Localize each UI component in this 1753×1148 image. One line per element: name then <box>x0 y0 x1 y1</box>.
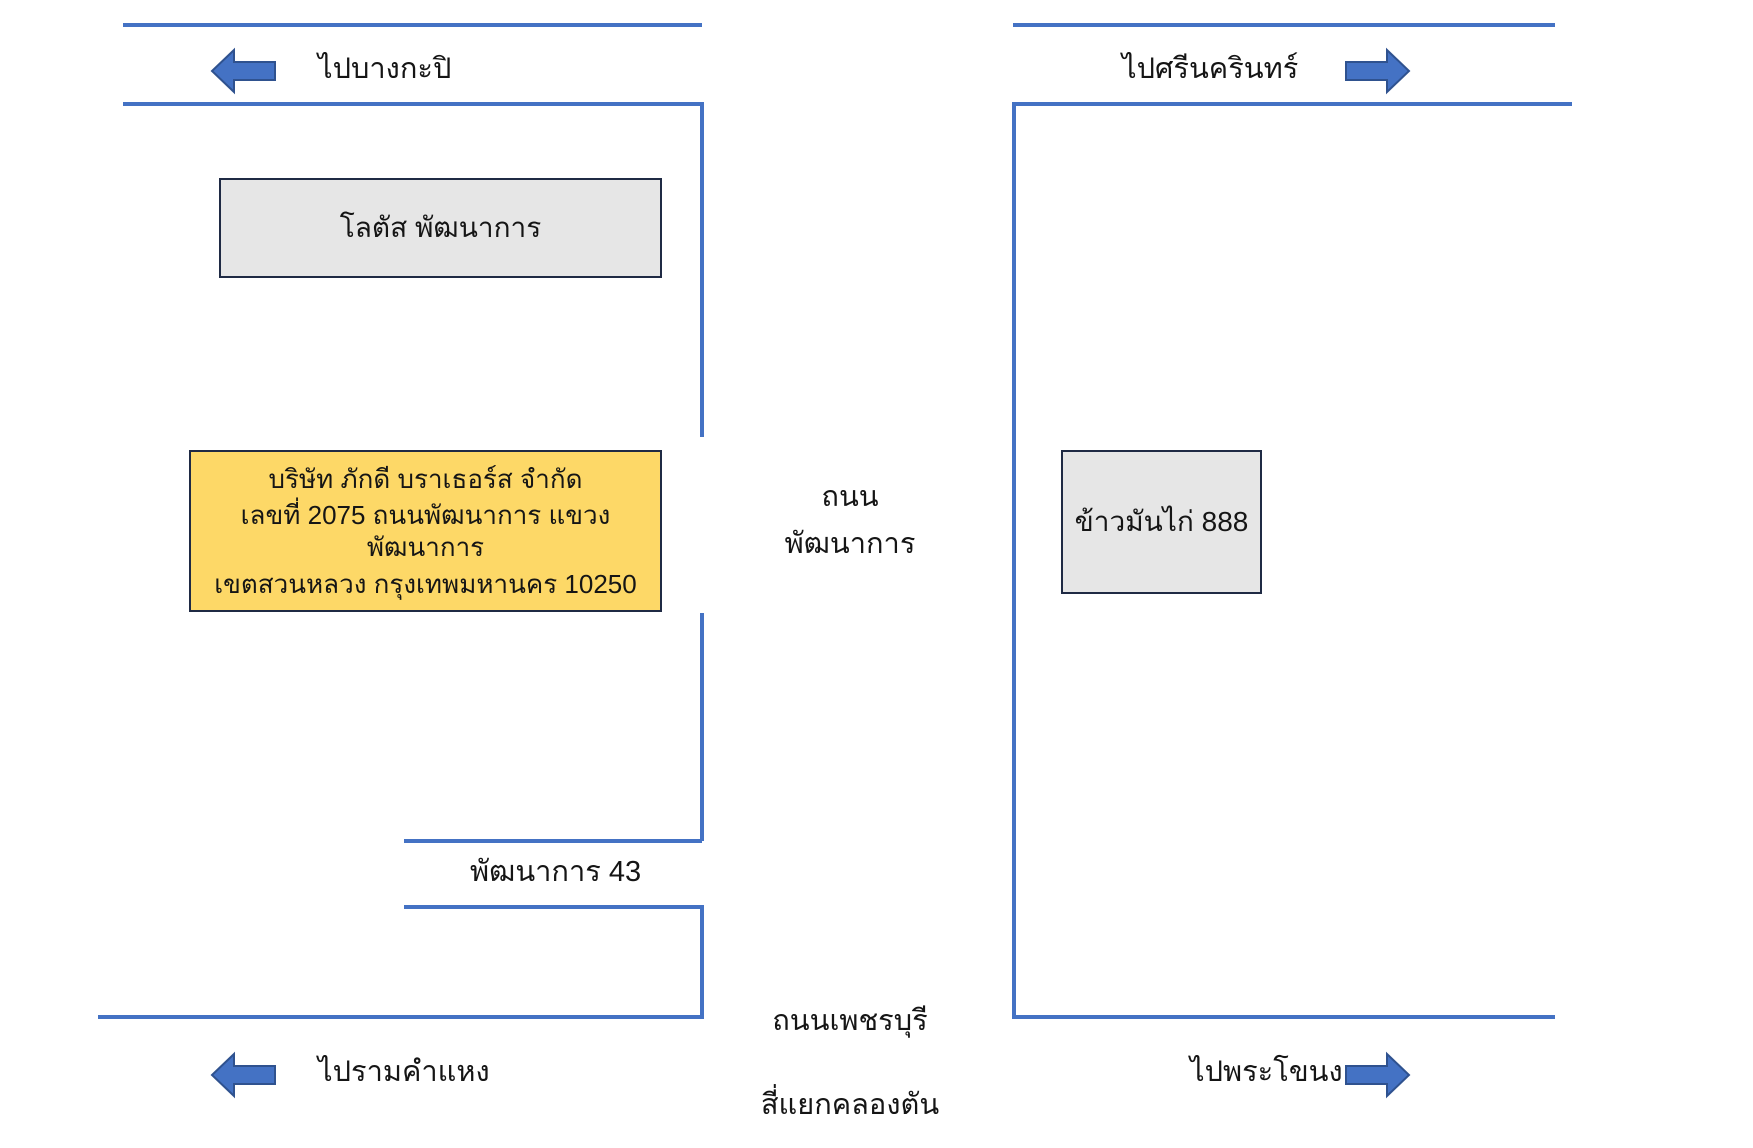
road-edge-top-left-lower <box>123 102 704 437</box>
arrow-left-icon <box>210 1051 276 1099</box>
direction-label-bangkapi: ไปบางกะปิ <box>318 53 452 85</box>
company-location-box: บริษัท ภักดี บราเธอร์ส จำกัด เลขที่ 2075… <box>189 450 662 612</box>
landmark-lotus-box: โลตัส พัฒนาการ <box>219 178 662 278</box>
arrow-right-icon <box>1345 47 1411 95</box>
arrow-left-icon <box>210 47 276 95</box>
company-address-line1: เลขที่ 2075 ถนนพัฒนาการ แขวงพัฒนาการ <box>240 500 611 562</box>
soi-edge-lower <box>404 905 704 1017</box>
company-name: บริษัท ภักดี บราเธอร์ส จำกัด <box>268 463 583 494</box>
road-label-petchaburi: ถนนเพชรบุรี <box>772 1005 928 1037</box>
intersection-label-khlongtan: สี่แยกคลองตัน <box>760 1089 940 1121</box>
road-label-pattanakarn-line2: พัฒนาการ <box>784 528 916 560</box>
road-label-soi-43: พัฒนาการ 43 <box>470 856 642 888</box>
landmark-chicken-rice-label: ข้าวมันไก่ 888 <box>1074 506 1249 537</box>
direction-label-phrakhanong: ไปพระโขนง <box>1190 1056 1343 1088</box>
arrow-right-icon <box>1345 1051 1411 1099</box>
landmark-chicken-rice-box: ข้าวมันไก่ 888 <box>1061 450 1262 594</box>
landmark-lotus-label: โลตัส พัฒนาการ <box>339 212 542 243</box>
direction-label-ramkhamhaeng: ไปรามคำแหง <box>318 1056 490 1088</box>
company-address-line2: เขตสวนหลวง กรุงเทพมหานคร 10250 <box>214 568 637 599</box>
direction-label-srinakarin: ไปศรีนครินทร์ <box>1122 53 1299 85</box>
road-label-pattanakarn-line1: ถนน <box>821 481 879 513</box>
road-edge-right-block <box>1012 102 1572 1019</box>
